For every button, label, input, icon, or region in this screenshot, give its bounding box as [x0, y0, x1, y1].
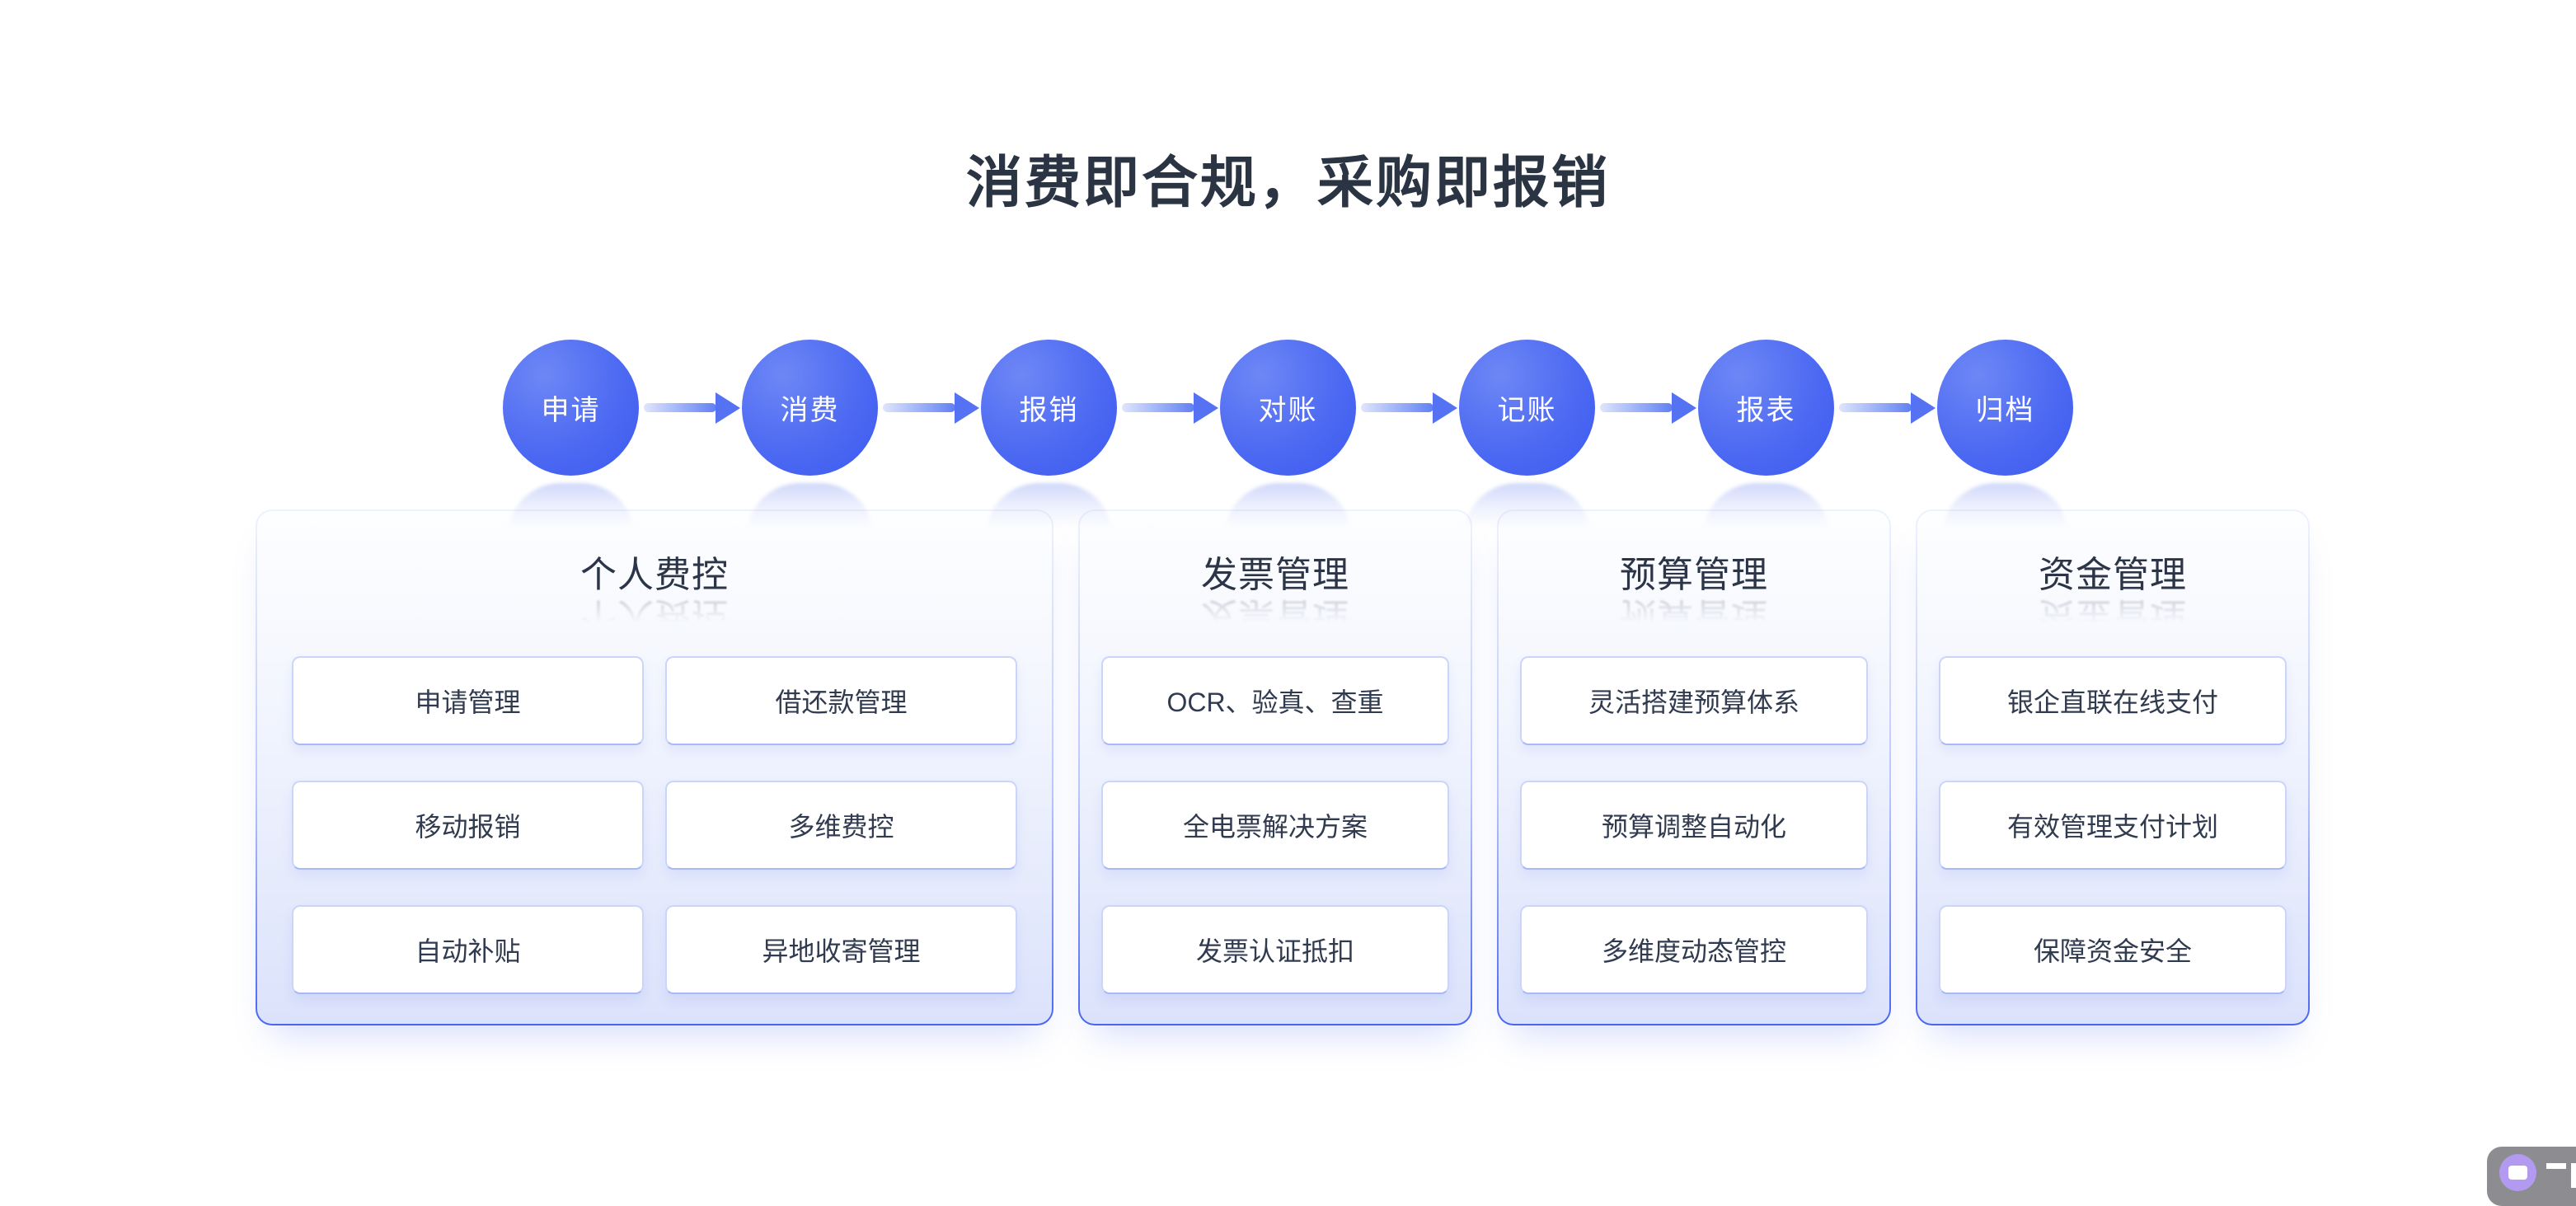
section-card-personal-expense-control: 个人费控 个人费控 申请管理 借还款管理 移动报销 多维费控 自动补贴 异地收寄…	[256, 509, 1053, 1025]
chat-widget[interactable]	[2487, 1147, 2576, 1206]
flow-step-label: 消费	[780, 395, 840, 426]
section-title-wrap: 预算管理 预算管理	[1499, 555, 1889, 636]
feature-item: 异地收寄管理	[665, 905, 1017, 994]
flow-step-archive: 归档	[1937, 340, 2073, 544]
flow-step-apply: 申请	[503, 340, 639, 544]
process-flow: 申请 消费 报销 对账 记账	[0, 340, 2576, 544]
section-title: 个人费控	[580, 555, 729, 595]
flow-step-circle: 申请	[503, 340, 639, 476]
feature-item: 申请管理	[292, 656, 644, 745]
flow-step-circle: 消费	[742, 340, 878, 476]
section-title-reflection: 预算管理	[1620, 595, 1768, 636]
flow-step-label: 申请	[541, 395, 601, 426]
arrow-right-icon	[1356, 340, 1459, 476]
feature-item: 保障资金安全	[1939, 905, 2287, 994]
flow-step-label: 报表	[1736, 395, 1796, 426]
section-title-wrap: 发票管理 发票管理	[1080, 555, 1471, 636]
arrow-head	[1672, 392, 1696, 424]
feature-item: 预算调整自动化	[1520, 781, 1868, 870]
flow-step-label: 对账	[1258, 395, 1318, 426]
chat-widget-glyph	[2571, 1163, 2576, 1188]
feature-item: OCR、验真、查重	[1101, 656, 1449, 745]
flow-step-circle: 报表	[1698, 340, 1834, 476]
flow-step-circle: 归档	[1937, 340, 2073, 476]
flow-step-report: 报表	[1698, 340, 1834, 544]
section-title-reflection: 资金管理	[2039, 595, 2187, 636]
arrow-shaft	[1122, 403, 1194, 412]
section-card-funds-management: 资金管理 资金管理 银企直联在线支付 有效管理支付计划 保障资金安全	[1916, 509, 2310, 1025]
feature-item-grid: 申请管理 借还款管理 移动报销 多维费控 自动补贴 异地收寄管理	[292, 656, 1017, 994]
feature-item: 移动报销	[292, 781, 644, 870]
feature-item: 有效管理支付计划	[1939, 781, 2287, 870]
arrow-right-icon	[639, 340, 742, 476]
section-card-budget-management: 预算管理 预算管理 灵活搭建预算体系 预算调整自动化 多维度动态管控	[1497, 509, 1891, 1025]
arrow-head	[1194, 392, 1218, 424]
chat-widget-glyph	[2546, 1163, 2566, 1169]
flow-step-reconcile: 对账	[1220, 340, 1356, 544]
flow-step-circle: 对账	[1220, 340, 1356, 476]
page-title: 消费即合规，采购即报销	[965, 152, 1610, 214]
feature-item: 银企直联在线支付	[1939, 656, 2287, 745]
section-card-invoice-management: 发票管理 发票管理 OCR、验真、查重 全电票解决方案 发票认证抵扣	[1078, 509, 1472, 1025]
section-title: 资金管理	[2039, 555, 2187, 595]
arrow-head	[955, 392, 979, 424]
flow-step-circle: 报销	[981, 340, 1117, 476]
feature-item-grid: OCR、验真、查重 全电票解决方案 发票认证抵扣	[1101, 656, 1449, 994]
feature-item-grid: 灵活搭建预算体系 预算调整自动化 多维度动态管控	[1520, 656, 1868, 994]
section-title-reflection: 个人费控	[580, 595, 729, 636]
arrow-shaft	[1600, 403, 1673, 412]
arrow-shaft	[644, 403, 716, 412]
feature-item: 自动补贴	[292, 905, 644, 994]
feature-cards: 个人费控 个人费控 申请管理 借还款管理 移动报销 多维费控 自动补贴 异地收寄…	[256, 509, 2310, 1025]
flow-step-label: 记账	[1497, 395, 1557, 426]
arrow-right-icon	[878, 340, 981, 476]
arrow-head	[716, 392, 740, 424]
section-title-wrap: 资金管理 资金管理	[1917, 555, 2308, 636]
arrow-shaft	[883, 403, 955, 412]
section-title-wrap: 个人费控 个人费控	[257, 555, 1052, 636]
arrow-head	[1911, 392, 1936, 424]
flow-step-label: 报销	[1019, 395, 1079, 426]
arrow-head	[1433, 392, 1457, 424]
feature-item: 发票认证抵扣	[1101, 905, 1449, 994]
flow-step-consume: 消费	[742, 340, 878, 544]
arrow-shaft	[1839, 403, 1912, 412]
flow-step-reimburse: 报销	[981, 340, 1117, 544]
section-title: 预算管理	[1620, 555, 1768, 595]
feature-item: 多维费控	[665, 781, 1017, 870]
arrow-right-icon	[1834, 340, 1937, 476]
feature-item: 全电票解决方案	[1101, 781, 1449, 870]
flow-step-label: 归档	[1975, 395, 2035, 426]
section-title-reflection: 发票管理	[1201, 595, 1349, 636]
flow-step-circle: 记账	[1459, 340, 1595, 476]
section-title: 发票管理	[1201, 555, 1349, 595]
feature-item: 灵活搭建预算体系	[1520, 656, 1868, 745]
feature-item: 借还款管理	[665, 656, 1017, 745]
arrow-right-icon	[1595, 340, 1698, 476]
flow-step-bookkeeping: 记账	[1459, 340, 1595, 544]
chat-avatar	[2499, 1154, 2536, 1191]
feature-item-grid: 银企直联在线支付 有效管理支付计划 保障资金安全	[1939, 656, 2287, 994]
arrow-right-icon	[1117, 340, 1220, 476]
feature-item: 多维度动态管控	[1520, 905, 1868, 994]
arrow-shaft	[1361, 403, 1433, 412]
